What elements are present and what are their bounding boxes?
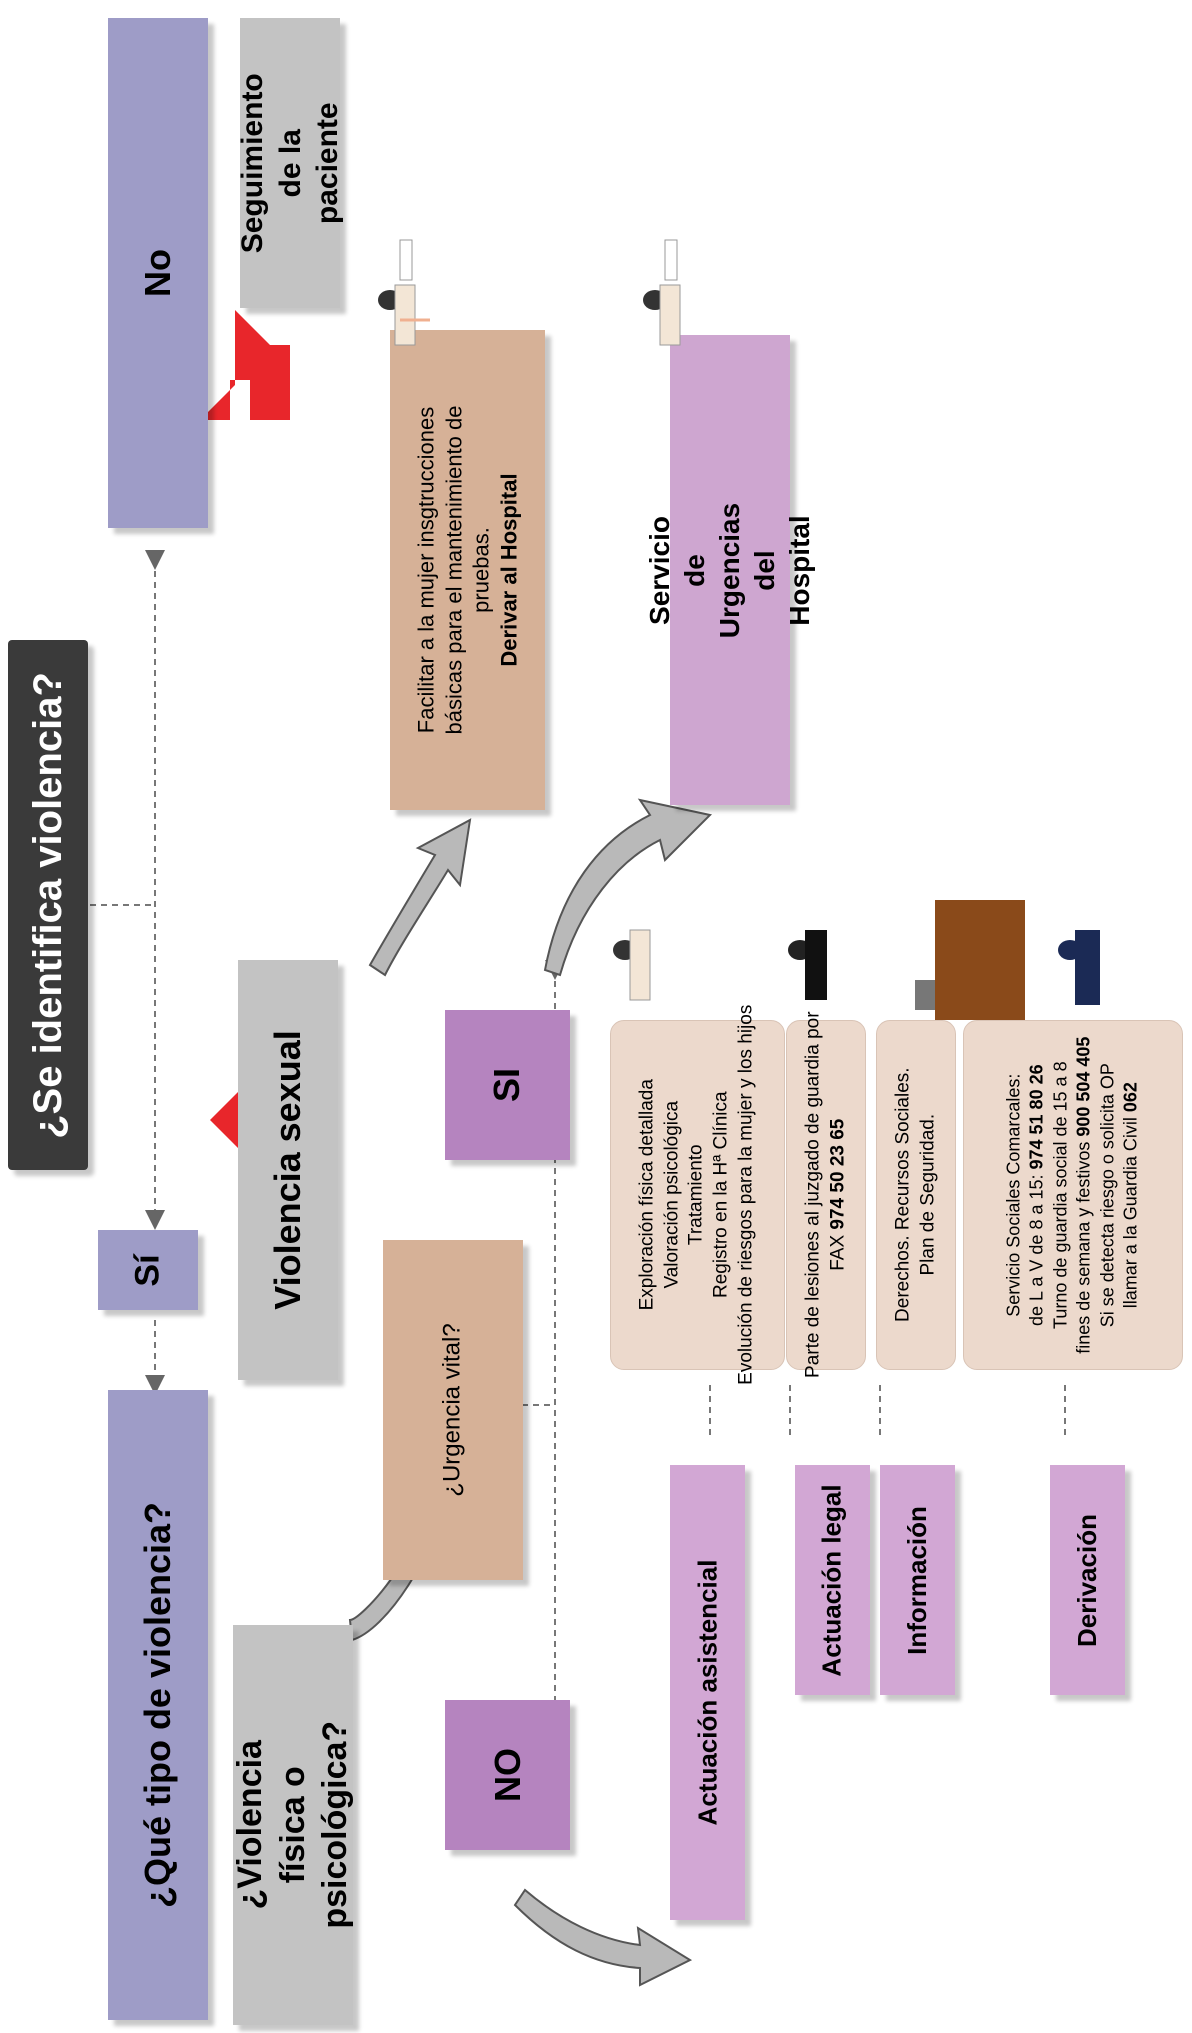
action-label-box: Derivación (1050, 1465, 1125, 1695)
instructions-line-1: Facilitar a la mujer insgtrucciones (413, 406, 439, 734)
top-question-box: ¿Se identifica violencia? (8, 640, 88, 1170)
detail-line: Parte de lesiones al juzgado de guardia … (802, 1011, 824, 1379)
action-label: Actuación legal (817, 1483, 847, 1677)
sexual-violence-label: Violencia sexual (267, 1030, 308, 1310)
yes-label: Sí (128, 1253, 167, 1287)
si-label: SI (486, 1067, 528, 1103)
si-box: SI (445, 1010, 570, 1160)
action-label: Información (902, 1505, 933, 1655)
yes-box: Sí (98, 1230, 198, 1310)
follow-up-box: Seguimiento de la paciente (236, 18, 344, 308)
detail-line: fines de semana y festivos 900 504 405 (1074, 1036, 1094, 1354)
action-label-box: Información (880, 1465, 955, 1695)
hospital-emergency-box: Servicio de Urgencias del Hospital (645, 335, 816, 805)
detail-line: llamar a la Guardia Civil 062 (1120, 1081, 1141, 1309)
type-question-box: ¿Qué tipo de violencia? (108, 1390, 208, 2020)
detail-line: Si se detecta riesgo o solicita OP (1097, 1062, 1118, 1328)
detail-line: Derechos. Recursos Sociales. (892, 1067, 914, 1323)
detail-line: FAX 974 50 23 65 (827, 1118, 848, 1272)
detail-line: Servicio Sociales Comarcales: (1003, 1073, 1024, 1317)
hospital-instructions-box: Facilitar a la mujer insgtrucciones bási… (390, 330, 545, 810)
detail-line: Tratamiento (686, 1144, 708, 1246)
no-box: No (108, 18, 208, 528)
action-detail-box: Servicio Sociales Comarcales: de L a V d… (963, 1020, 1183, 1370)
action-detail-box: Exploración física detallada Valoración … (610, 1005, 785, 1385)
action-detail-box: Derechos. Recursos Sociales. Plan de Seg… (876, 1020, 956, 1370)
action-label-box: Actuación legal (795, 1465, 870, 1695)
no-caps-label: NO (486, 1748, 528, 1802)
action-label: Actuación asistencial (692, 1559, 723, 1826)
physical-violence-box: ¿Violencia física o psicológica? (231, 1625, 354, 2025)
detail-line: Evolución de riesgos para la mujer y los… (735, 1004, 757, 1386)
detail-line: Valoración psicológica (661, 1101, 683, 1289)
physical-violence-label: ¿Violencia física o psicológica? (231, 1721, 355, 1929)
urgency-question-box: ¿Urgencia vital? (383, 1240, 523, 1580)
detail-line: Registro en la Hª Clínica (710, 1091, 732, 1299)
no-caps-box: NO (445, 1700, 570, 1850)
top-question: ¿Se identifica violencia? (25, 671, 70, 1139)
action-label-box: Actuación asistencial (670, 1465, 745, 1920)
instructions-line-3: pruebas. (468, 527, 494, 613)
hospital-emergency-label: Servicio de Urgencias del Hospital (644, 502, 816, 638)
sexual-violence-box: Violencia sexual (238, 960, 338, 1380)
no-label: No (137, 249, 178, 297)
instructions-line-2: básicas para el mantenimiento de (441, 405, 466, 735)
detail-line: Turno de guardia social de 15 a 8 (1050, 1061, 1071, 1329)
follow-up-label: Seguimiento de la paciente (235, 72, 344, 254)
type-question: ¿Qué tipo de violencia? (137, 1501, 178, 1909)
detail-line: Exploración física detallada (636, 1079, 658, 1311)
detail-line: de L a V de 8 a 15: 974 51 80 26 (1027, 1064, 1048, 1326)
action-label: Derivación (1072, 1513, 1103, 1647)
action-detail-box: Parte de lesiones al juzgado de guardia … (786, 1012, 866, 1378)
instructions-line-4: Derivar al Hospital (496, 473, 521, 667)
urgency-question: ¿Urgencia vital? (439, 1323, 466, 1497)
detail-line: Plan de Seguridad. (917, 1114, 938, 1276)
